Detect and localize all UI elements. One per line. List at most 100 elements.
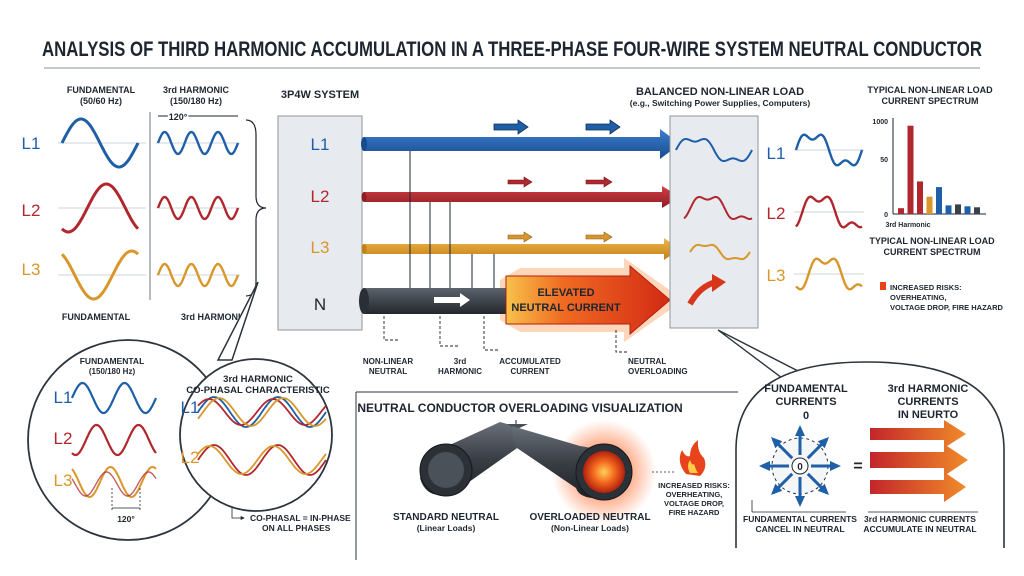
spectrum-risk-2: OVERHEATING, (890, 293, 947, 302)
load-label-l3: L3 (767, 266, 786, 285)
spectrum-bar-3 (917, 181, 923, 214)
standard-label-2: (Linear Loads) (417, 523, 476, 533)
zoom-harm-title-2: CO-PHASAL CHARACTERISTIC (186, 385, 330, 396)
zoom-fund-title: FUNDAMENTAL (80, 356, 145, 366)
load-panel: BALANCED NON-LINEAR LOAD (e.g., Switchin… (630, 86, 864, 329)
zoom-pointer (216, 281, 259, 361)
fire-hazard-icon-core (688, 460, 698, 473)
system-line-label-l2: L2 (311, 187, 330, 206)
callout-leader-4 (615, 330, 628, 353)
zoom-label-l2: L2 (54, 429, 73, 448)
zoom-wave-l3-a (71, 465, 157, 499)
zoom-fund-freq: (150/180 Hz) (89, 367, 136, 376)
zoom-label-l3: L3 (54, 471, 73, 490)
phase-shift-label: 120° (169, 112, 188, 122)
flow-arrow-l3-b (585, 231, 613, 243)
cancel-harm-line2: CURRENTS (897, 396, 958, 408)
harmonic-wave-l2 (156, 195, 240, 221)
harmonic-frequency: (150/180 Hz) (170, 96, 222, 106)
spectrum-bar-7 (955, 204, 961, 214)
spectrum-bar-2 (907, 125, 914, 214)
fundamental-footer: FUNDAMENTAL (62, 312, 131, 322)
cancel-fund-line2: CURRENTS (775, 396, 836, 408)
load-label-l1: L1 (767, 144, 786, 163)
overload-header: NEUTRAL CONDUCTOR OVERLOADING VISUALIZAT… (357, 401, 682, 415)
load-wave-l3-inner (689, 243, 751, 261)
load-wave-l1 (794, 133, 864, 167)
system-box (277, 115, 363, 331)
system-line-label-l3: L3 (311, 238, 330, 257)
load-label-l2: L2 (767, 204, 786, 223)
system-panel: 3P4W SYSTEM L1 L2 L3 N (277, 89, 363, 331)
load-wave-l1-inner (675, 138, 753, 162)
phase-label-l3: L3 (22, 260, 41, 279)
zoom-harm-label-l1: L1 (181, 398, 200, 417)
phasor-arrowhead-3 (795, 496, 805, 507)
spectrum-header-2: CURRENT SPECTRUM (881, 96, 978, 106)
overload-panel: NEUTRAL CONDUCTOR OVERLOADING VISUALIZAT… (355, 391, 738, 560)
equals-sign: = (853, 458, 862, 475)
load-wave-l2-inner (683, 196, 753, 220)
line-l2 (364, 186, 680, 208)
system-line-label-l1: L1 (311, 135, 330, 154)
load-wave-l2 (795, 195, 863, 229)
overload-risk-2: OVERHEATING, (666, 490, 723, 499)
phasor-center (791, 457, 809, 475)
cophasal-note-1: CO-PHASAL = IN-PHASE (250, 513, 351, 523)
spectrum-bar-6 (945, 205, 952, 214)
flow-arrow-l1-a (493, 119, 529, 135)
fundamental-wave-l2 (60, 182, 140, 234)
cancel-caption-right-1: 3rd HARMONIC CURRENTS (864, 514, 976, 524)
cancel-harm-line1: 3rd HARMONIC (888, 383, 969, 395)
page-title: ANALYSIS OF THIRD HARMONIC ACCUMULATION … (42, 38, 982, 61)
callout-4-line2: OVERLOADING (628, 367, 688, 376)
load-subheader: (e.g., Switching Power Supplies, Compute… (630, 98, 811, 108)
callout-labels: NON-LINEAR NEUTRAL 3rd HARMONIC ACCUMULA… (363, 357, 688, 376)
callout-leader-1 (383, 316, 400, 341)
elevated-label-2: NEUTRAL CURRENT (511, 302, 620, 314)
grouping-brace (245, 119, 267, 297)
cancel-caption-left-2: CANCEL IN NEUTRAL (755, 524, 844, 534)
phase-label-l2: L2 (22, 201, 41, 220)
overloaded-label-1: OVERLOADED NEUTRAL (529, 512, 650, 523)
power-lines: ELEVATED NEUTRAL CURRENT (359, 119, 684, 353)
spectrum-y-min: 0 (884, 212, 888, 219)
flow-arrow-l1-b (585, 119, 621, 135)
spectrum-footer-1: TYPICAL NON-LINEAR LOAD (869, 236, 995, 246)
spectrum-bar-9 (974, 207, 980, 214)
overload-risk-4: FIRE HAZARD (669, 508, 720, 517)
phasor-arrowhead-1 (830, 461, 841, 471)
spectrum-risk-1: INCREASED RISKS: (890, 283, 962, 292)
cancel-fund-line1: FUNDAMENTAL (764, 383, 848, 395)
callout-4-line1: NEUTRAL (628, 357, 666, 366)
zoom-wave-l3-b (71, 471, 157, 497)
zoom-harm-title-1: 3rd HARMONIC (223, 374, 293, 385)
phasor-arrowhead-6 (771, 437, 783, 449)
zoom-wave-l1 (70, 381, 158, 415)
spectrum-bar-4 (926, 196, 933, 214)
cophasal-wave-gold (197, 397, 327, 427)
spectrum-y-mid: 50 (880, 157, 888, 164)
spectrum-risk-3: VOLTAGE DROP, FIRE HAZARD (890, 303, 1004, 312)
zoom-label-l1: L1 (54, 388, 73, 407)
system-header: 3P4W SYSTEM (281, 89, 359, 101)
cancel-harm-line3: IN NEURTO (898, 409, 959, 421)
harmonic-bubble (179, 358, 333, 512)
spectrum-bar-5 (936, 187, 942, 214)
load-header: BALANCED NON-LINEAR LOAD (636, 86, 804, 98)
phase-label-l1: L1 (22, 134, 41, 153)
phasor-arrowhead-2 (817, 483, 829, 495)
spectrum-panel: TYPICAL NON-LINEAR LOAD CURRENT SPECTRUM… (867, 85, 1003, 312)
cancel-caption-right-2: ACCUMULATE IN NEUTRAL (863, 524, 976, 534)
harmonic-arrow-1 (870, 420, 966, 448)
line-l2-cap (361, 192, 367, 202)
standard-label-1: STANDARD NEUTRAL (393, 512, 499, 523)
callout-3-line1: ACCUMULATED (499, 357, 561, 366)
left-wave-panel: FUNDAMENTAL (50/60 Hz) 3rd HARMONIC (150… (22, 85, 267, 322)
callout-leader-3 (483, 316, 500, 351)
spectrum-bars (898, 125, 980, 214)
callout-leader-2 (439, 316, 460, 347)
phasor-arrowhead-8 (817, 437, 829, 449)
cophasal-wave-red (197, 398, 327, 426)
